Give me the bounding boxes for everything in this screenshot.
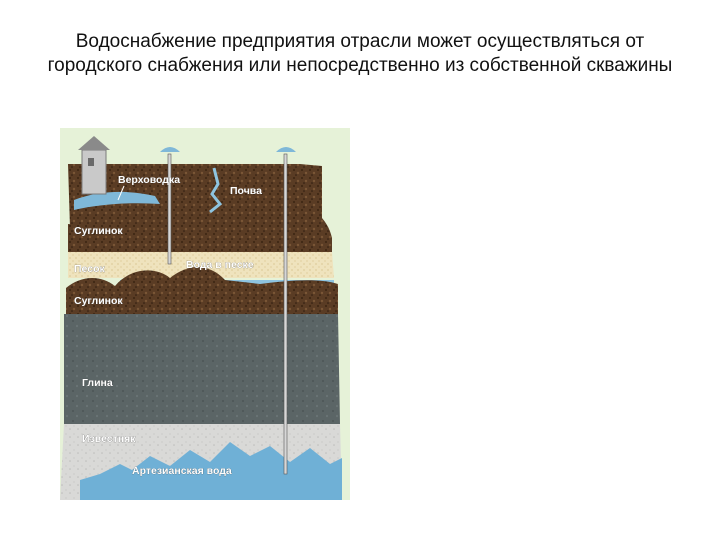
artesian-well-icon — [276, 147, 296, 475]
upper-loam-layer — [68, 196, 332, 252]
clay-layer — [64, 314, 340, 424]
house-icon — [78, 136, 110, 195]
lower-loam-layer — [66, 266, 338, 314]
groundwater-diagram: Верховодка Почва Суглинок Песок Вода в п… — [60, 128, 350, 500]
shallow-well-icon — [160, 147, 180, 265]
groundwater-illustration: Верховодка Почва Суглинок Песок Вода в п… — [60, 128, 350, 500]
perched-water — [74, 191, 160, 210]
soil-water-streak — [209, 167, 223, 214]
label-sand: Песок — [74, 263, 106, 275]
artesian-water — [80, 442, 342, 500]
sand-layer — [68, 252, 334, 278]
slide-title: Водоснабжение предприятия отрасли может … — [47, 31, 673, 76]
label-soil: Почва — [230, 185, 262, 197]
label-clay: Глина — [82, 377, 113, 389]
label-water-in-sand: Вода в песке — [186, 259, 254, 271]
label-artesian-water: Артезианская вода — [132, 465, 232, 477]
label-perched-water: Верховодка — [118, 174, 180, 186]
perched-water-pointer — [117, 185, 125, 201]
label-loam-lower: Суглинок — [74, 295, 123, 307]
label-limestone: Известняк — [82, 433, 136, 445]
label-loam-upper: Суглинок — [74, 225, 123, 237]
